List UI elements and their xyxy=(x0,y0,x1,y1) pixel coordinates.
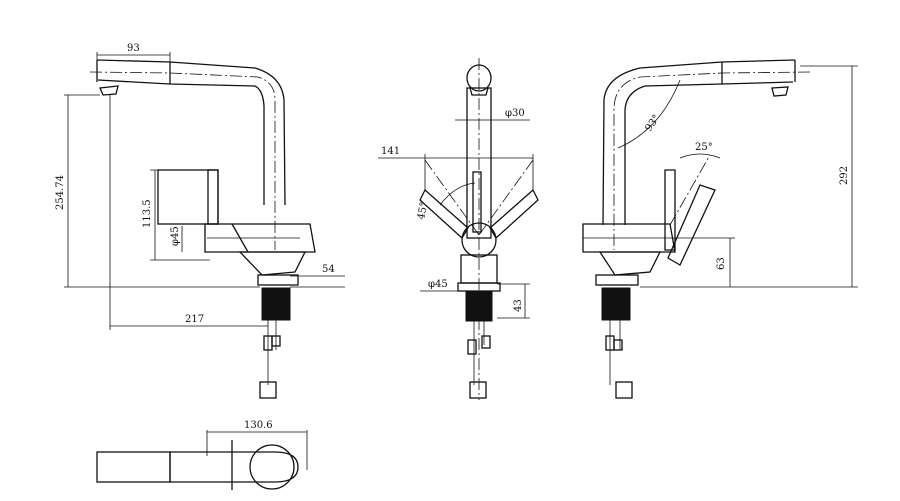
dim-handle-axis-height: 63 xyxy=(716,257,727,270)
top-view: 130.6 xyxy=(96,420,308,490)
front-view-center xyxy=(419,58,539,400)
dim-top-view-length: 130.6 xyxy=(244,420,273,431)
dim-base-dia: φ45 xyxy=(428,279,448,290)
side-view-right-dimensions: 93° 25° 292 63 xyxy=(617,65,858,288)
side-view-left xyxy=(89,59,316,399)
dim-total-height: 292 xyxy=(839,166,850,185)
dim-base-height-left: 54 xyxy=(322,264,335,275)
dim-left-body-dia: φ45 xyxy=(170,226,181,246)
dim-spout-reach-top: 93 xyxy=(127,43,140,54)
side-view-left-dimensions: 93 254.74 113.5 φ45 54 217 xyxy=(55,43,345,330)
side-view-right xyxy=(582,59,811,399)
dim-shank-height: 43 xyxy=(513,299,524,312)
dim-spout-reach: 217 xyxy=(185,314,204,325)
dim-height-aerator: 254.74 xyxy=(55,175,66,210)
dim-handle-angle: 45° xyxy=(416,201,430,220)
dim-handle-span: 141 xyxy=(381,146,400,157)
dim-lever-tilt-angle: 25° xyxy=(695,142,713,153)
dim-spout-dia: φ30 xyxy=(505,108,525,119)
front-view-dimensions: φ30 141 45° φ45 43 xyxy=(378,100,534,319)
dim-lever-height: 113.5 xyxy=(142,199,153,228)
